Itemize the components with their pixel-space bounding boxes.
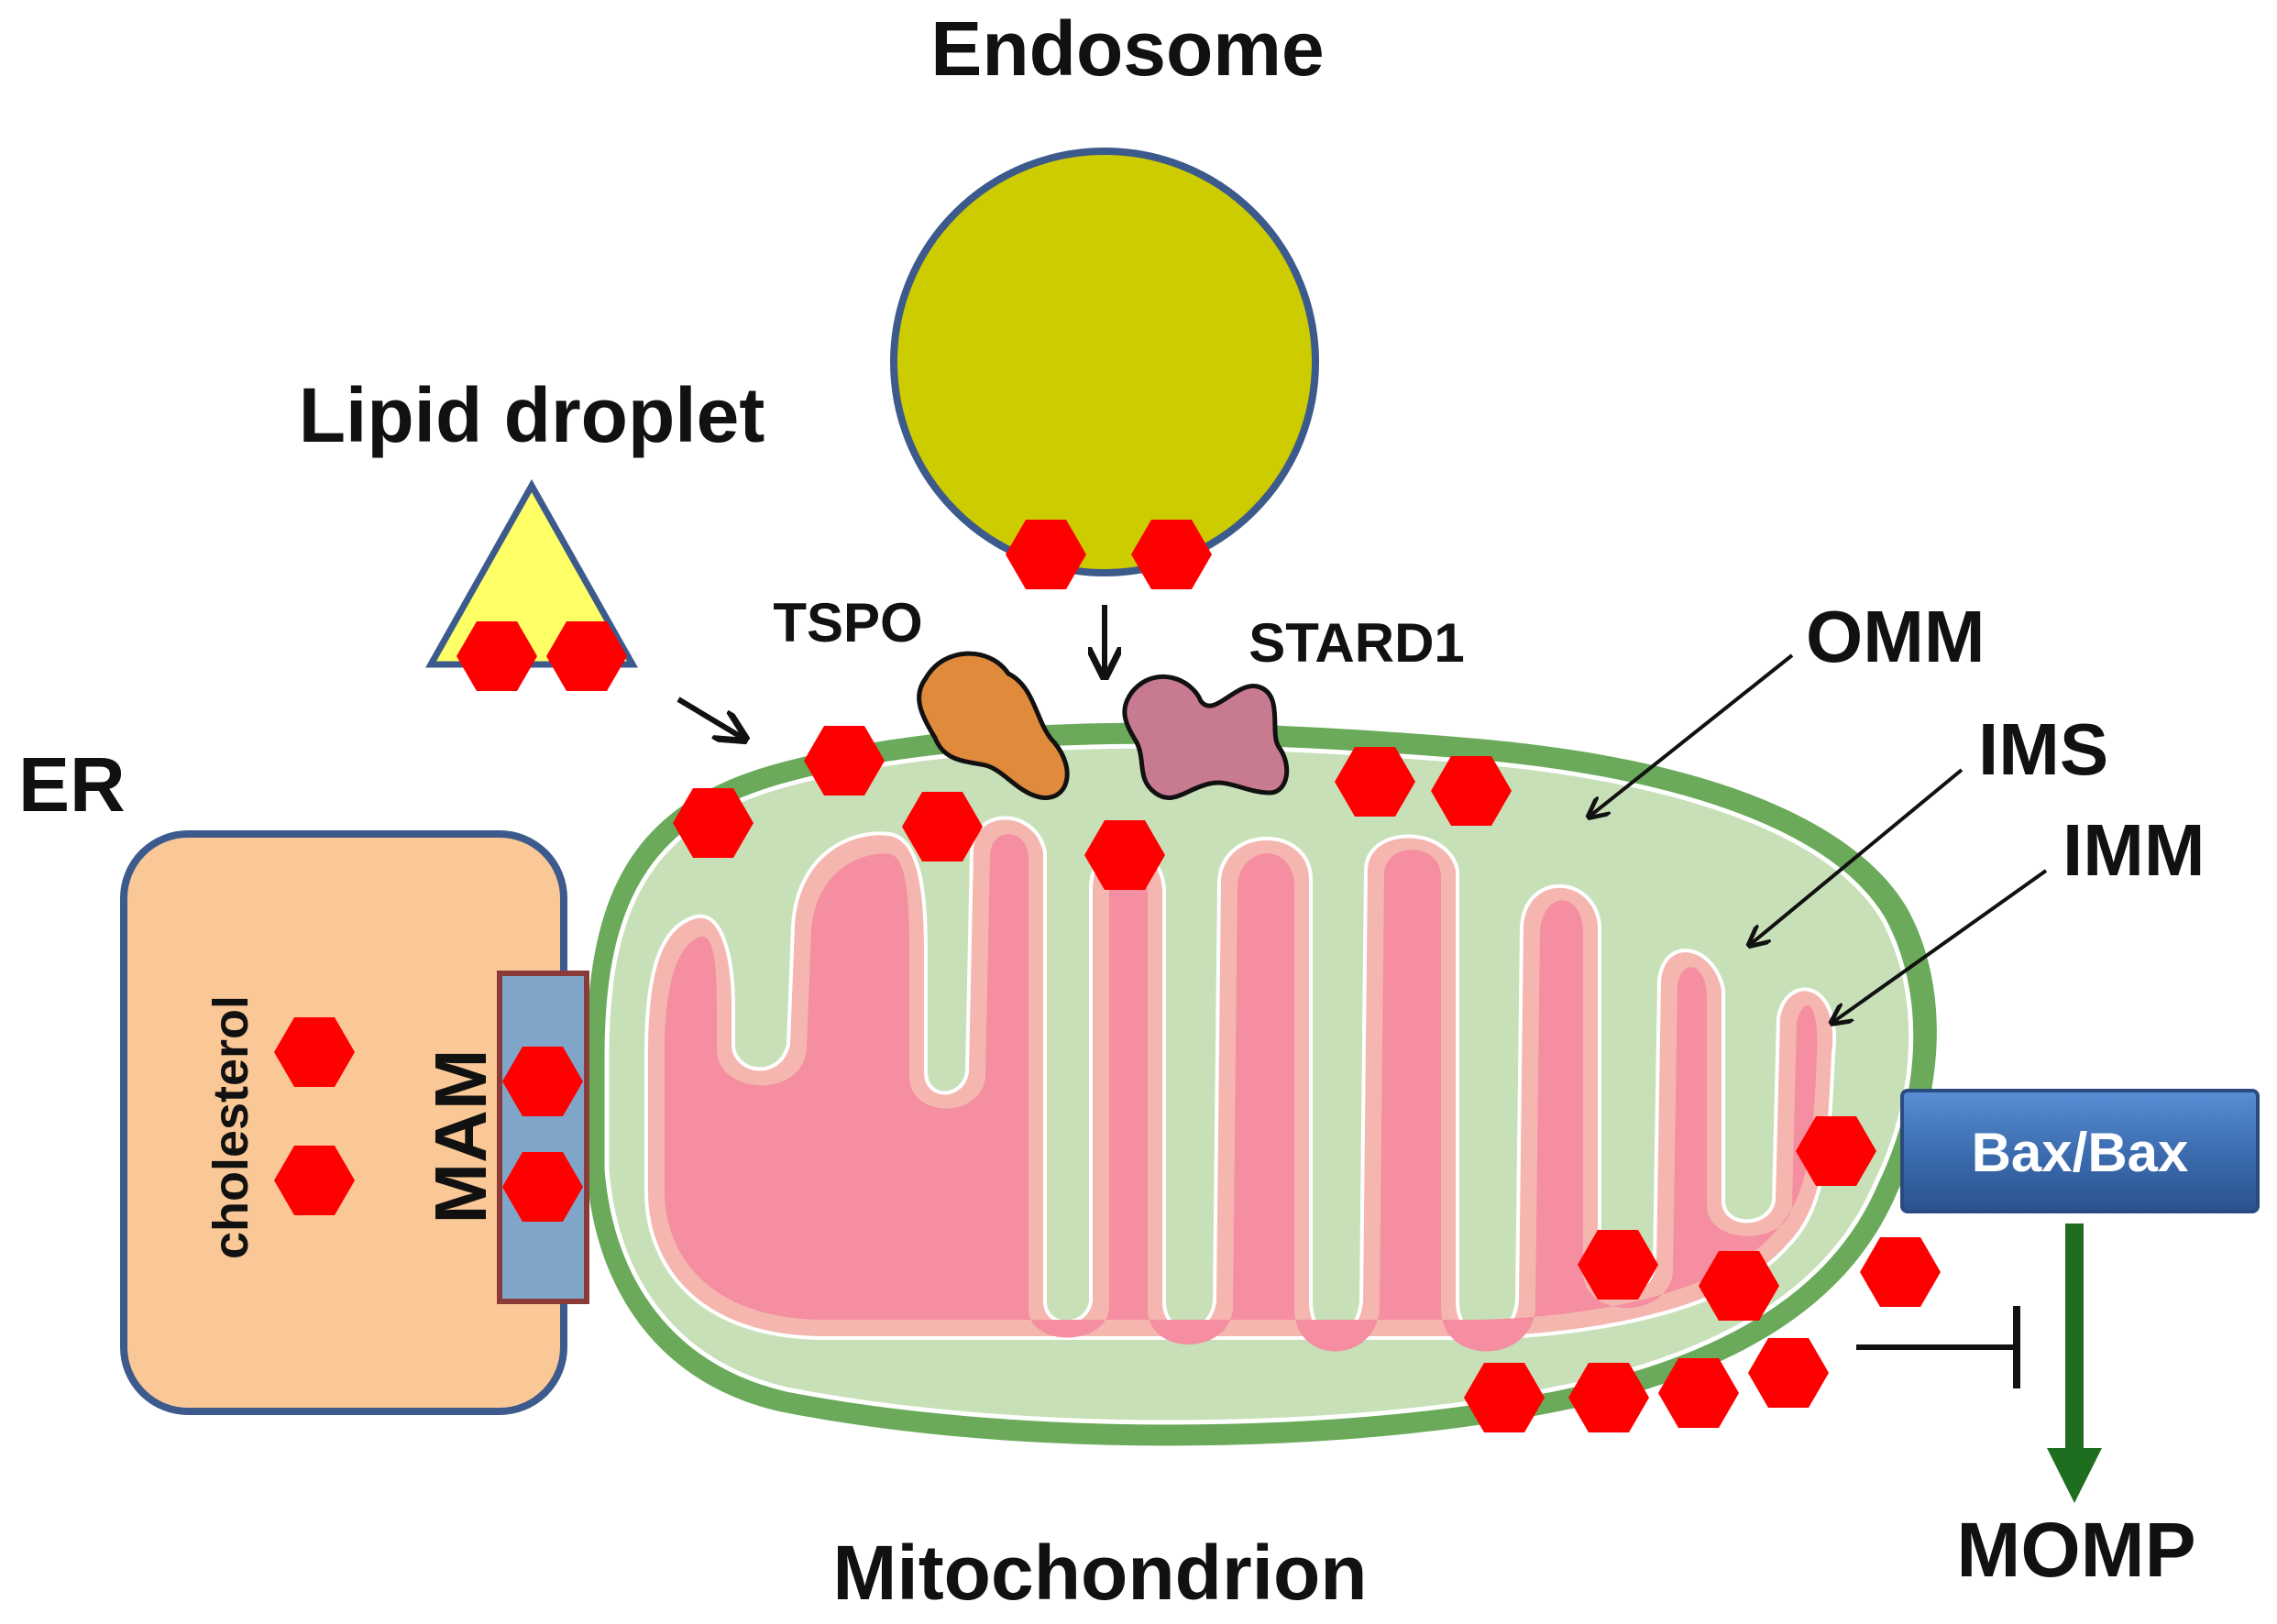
imm-label: IMM [2062,809,2206,891]
omm-label: OMM [1806,596,1986,677]
lipid-droplet-label: Lipid droplet [299,372,765,458]
bax-label: Bax/Bax [1972,1122,2189,1183]
endosome-label: Endosome [930,5,1324,92]
ims-pointer-arrow-icon [1751,768,1964,944]
tspo-label: TSPO [773,592,922,653]
imm-pointer-arrow-icon [1833,869,2048,1022]
lipid-droplet-arrow-icon [676,697,742,738]
cholesterol-icon [1860,1237,1941,1307]
er-label: ER [18,741,126,828]
momp-label: MOMP [1956,1507,2195,1593]
omm-pointer-arrow-icon [1590,653,1794,816]
endosome [890,148,1319,576]
bax-bax-box [1900,1089,2260,1213]
mitochondrial-matrix [665,834,1818,1352]
mitochondrion-label: Mitochondrion [832,1530,1367,1616]
mam-label: MAM [420,1048,501,1223]
stard1-label: STARD1 [1248,612,1465,674]
cholesterol-icon [1748,1338,1829,1408]
ims-label: IMS [1978,708,2108,790]
tspo-protein-icon [917,651,1070,800]
mam-contact-site [497,971,589,1304]
stard1-protein-icon [1122,674,1290,800]
cholesterol-label: cholesterol [204,995,258,1259]
